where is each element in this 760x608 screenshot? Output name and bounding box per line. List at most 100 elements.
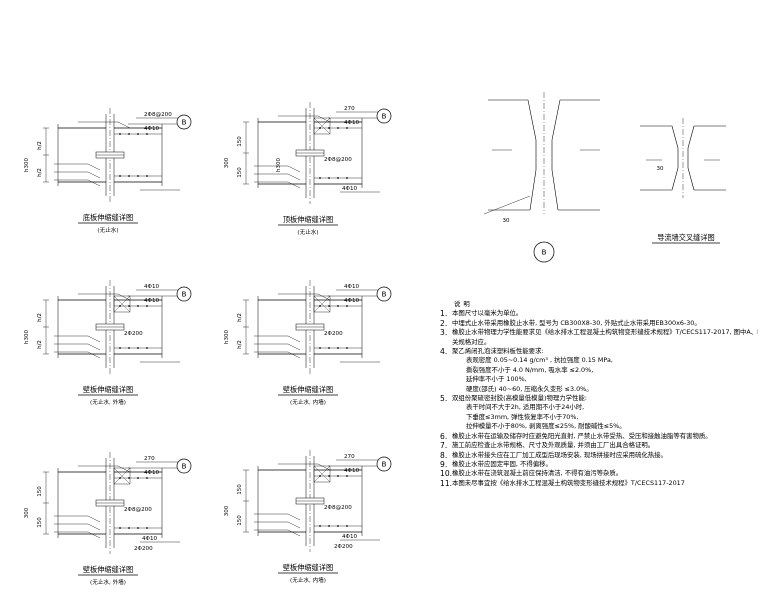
note-item: 拉伸模量不小于80%, 剥离强度≤25%, 耐酸碱性≤5%。 bbox=[466, 422, 626, 431]
rebar-label: 4Φ10 bbox=[142, 536, 158, 542]
dimension-label: h/2 bbox=[37, 141, 43, 150]
note-number: 8. bbox=[440, 450, 448, 460]
note-item: 3. 橡胶止水带物理力学性能要求见《给水排水工程混凝土构筑物变形缝技术规程》T/C… bbox=[440, 328, 758, 337]
note-text: 本图未尽事宜按《给水排水工程混凝土构筑物变形缝技术规程》T/CECS117-20… bbox=[452, 478, 685, 487]
note-text: 中埋式止水带采用橡胶止水带, 型号为 CB300X8-30, 外贴式止水带采用E… bbox=[452, 318, 701, 327]
note-item: 6.橡胶止水带在运输及储存时应避免阳光直射, 严禁止水带受热、受压和接触油脂等有… bbox=[440, 432, 758, 441]
node-mark-label: B bbox=[182, 291, 187, 299]
note-item: 延伸率不小于 100%, bbox=[466, 375, 527, 384]
dimension-label: h/2 bbox=[37, 313, 43, 322]
note-number: 4. bbox=[440, 347, 448, 357]
note-number: 11. bbox=[440, 478, 453, 488]
drawing-line bbox=[87, 179, 101, 187]
node-mark-circle bbox=[376, 286, 392, 302]
detail-title: 壁板伸缩缝详图 bbox=[283, 385, 333, 394]
note-item: 2.中埋式止水带采用橡胶止水带, 型号为 CB300X8-30, 外贴式止水带采… bbox=[440, 319, 758, 328]
drawing-line bbox=[287, 165, 301, 173]
detail-subtitle: (无止水) bbox=[97, 226, 118, 234]
rebar-label: 2Φ200 bbox=[124, 331, 143, 337]
note-text: 施工前应检查止水带规格、尺寸及外观质量, 并须由工厂出具合格证明。 bbox=[452, 441, 655, 450]
note-item: 5.双组份聚硫密封胶(高模量低模量)物理力学性能: bbox=[440, 394, 758, 403]
node-mark-circle bbox=[176, 114, 192, 130]
node-mark-label: B bbox=[382, 461, 387, 469]
drawing-line bbox=[287, 521, 301, 529]
rebar-label: 4Φ10 bbox=[342, 186, 358, 192]
drawing-line bbox=[87, 523, 101, 531]
note-item: 关规格对应。 bbox=[452, 337, 491, 346]
dimension-label: 150 bbox=[37, 486, 43, 497]
note-text: 橡胶止水带在运输及储存时应避免阳光直射, 严禁止水带受热、受压和接触油脂等有害物… bbox=[452, 431, 712, 440]
node-mark-label: B bbox=[182, 463, 187, 471]
dimension-label: 300 bbox=[24, 507, 30, 518]
note-item: 表观密度 0.05~0.14 g/cm³ , 抗拉强度 0.15 MPa, bbox=[466, 356, 613, 365]
drawing-line bbox=[87, 171, 101, 179]
dimension-label: h/2 bbox=[237, 340, 243, 349]
drawing-line bbox=[287, 343, 301, 351]
dimension-label: h300 bbox=[224, 330, 230, 344]
dimension-label: 30 bbox=[657, 166, 664, 172]
rebar-label: 2Φ200 bbox=[334, 544, 353, 550]
detail-subtitle: (无止水, 内墙) bbox=[290, 398, 326, 406]
note-text: 橡胶止水带物理力学性能要求见《给水排水工程混凝土构筑物变形缝技术规程》T/CEC… bbox=[452, 328, 758, 337]
note-text: 橡胶止水带在浇筑混凝土前应保持清洁, 不得有油污等杂质。 bbox=[452, 469, 623, 478]
joint-detail: 300150150h3002704Φ102Φ8@2004Φ10B顶板伸缩缝详图(… bbox=[224, 102, 392, 236]
node-mark-circle bbox=[376, 108, 392, 124]
rebar-label: 4Φ10 bbox=[144, 126, 160, 132]
drawing-line bbox=[87, 343, 101, 351]
rebar-label: 4Φ10 bbox=[344, 284, 360, 290]
note-text: 聚乙烯闭孔泡沫塑料板性能要求: bbox=[452, 347, 544, 356]
note-number: 1. bbox=[440, 309, 448, 319]
dimension-label: h300 bbox=[24, 330, 30, 344]
design-notes: 说明 1.本图尺寸以毫米为单位。2.中埋式止水带采用橡胶止水带, 型号为 CB3… bbox=[440, 300, 758, 488]
note-item: 9.橡胶止水带应固定牢固, 不得偏移。 bbox=[440, 460, 758, 469]
drawing-line bbox=[117, 121, 131, 129]
dimension-label: 150 bbox=[237, 484, 243, 495]
rebar-label: 4Φ10 bbox=[344, 468, 360, 474]
note-item: 表干时间不大于2h, 适用期不小于24小时, bbox=[466, 403, 585, 412]
detail-subtitle: (无止水, 外墙) bbox=[90, 578, 126, 586]
drawing-outline bbox=[551, 99, 561, 211]
rebar-label: 4Φ10 bbox=[344, 120, 360, 126]
node-mark-circle bbox=[176, 458, 192, 474]
rebar-label: 2Φ200 bbox=[134, 546, 153, 552]
joint-detail: 3001501502704Φ102Φ8@2004Φ102Φ200B壁板伸缩缝详图… bbox=[224, 450, 392, 584]
drawing-line bbox=[87, 335, 101, 343]
dimension-label: 150 bbox=[237, 136, 243, 147]
node-mark-label: B bbox=[382, 291, 387, 299]
note-text: 橡胶止水带接头应在工厂加工成型后现场安装, 现场拼接时应采用硫化热接。 bbox=[452, 450, 667, 459]
drawing-line bbox=[117, 293, 131, 301]
drawing-line bbox=[287, 173, 301, 181]
rebar-label: 2Φ200 bbox=[324, 331, 343, 337]
rebar-label: 4Φ10 bbox=[344, 298, 360, 304]
node-mark-circle bbox=[376, 456, 392, 472]
drawing-line bbox=[87, 351, 101, 359]
detail-subtitle: (无止水, 外墙) bbox=[90, 398, 126, 406]
rebar-label: 4Φ10 bbox=[144, 470, 160, 476]
dimension-label: h/2 bbox=[37, 168, 43, 177]
note-item: 11.本图未尽事宜按《给水排水工程混凝土构筑物变形缝技术规程》T/CECS117… bbox=[440, 479, 758, 488]
drawing-line bbox=[287, 351, 301, 359]
drawing-outline bbox=[671, 125, 679, 191]
rebar-label: 4Φ10 bbox=[144, 284, 160, 290]
detail-title: 壁板伸缩缝详图 bbox=[83, 385, 133, 394]
note-item: 8. 橡胶止水带接头应在工厂加工成型后现场安装, 现场拼接时应采用硫化热接。 bbox=[440, 451, 758, 460]
node-mark-label: B bbox=[542, 249, 547, 257]
rebar-label: 4Φ10 bbox=[342, 534, 358, 540]
note-number: 9. bbox=[440, 459, 448, 469]
drawing-line bbox=[117, 465, 131, 473]
note-number: 7. bbox=[440, 441, 448, 451]
rebar-label: 270 bbox=[344, 106, 355, 112]
detail-title: 壁板伸缩缝详图 bbox=[83, 565, 133, 574]
note-number: 3. bbox=[440, 328, 448, 338]
note-number: 10. bbox=[440, 469, 453, 479]
drawing-line bbox=[483, 195, 531, 215]
rebar-label: 270 bbox=[144, 456, 155, 462]
notes-header: 说明 bbox=[454, 300, 473, 308]
drawing-line bbox=[287, 513, 301, 521]
dimension-label: 300 bbox=[224, 505, 230, 516]
dimension-label: 150 bbox=[237, 515, 243, 526]
note-number: 5. bbox=[440, 394, 448, 404]
